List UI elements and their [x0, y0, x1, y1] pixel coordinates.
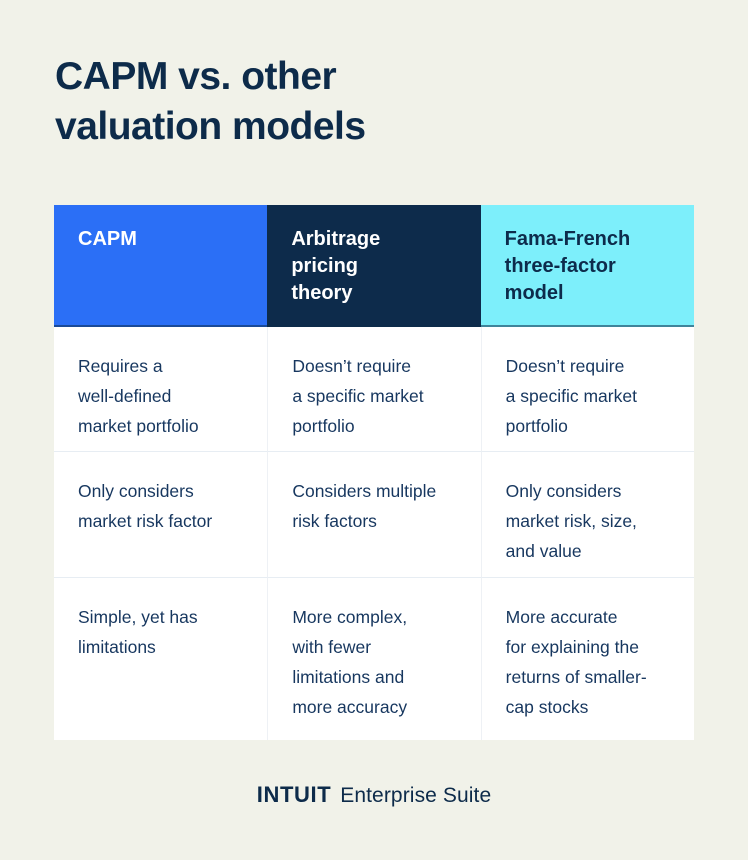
column-header-capm: CAPM [54, 205, 268, 327]
column-header-fama-french-model: Fama-French three-factor model [480, 205, 694, 327]
footer-brand-lockup: INTUIT Enterprise Suite [0, 782, 748, 808]
table-cell-capm-market-portfolio: Requires a well-defined market portfolio [54, 327, 268, 451]
table-cell-apt-market-portfolio: Doesn’t require a specific market portfo… [267, 327, 481, 451]
column-header-arbitrage-pricing-theory: Arbitrage pricing theory [267, 205, 481, 327]
table-cell-famafrench-complexity: More accurate for explaining the returns… [480, 577, 694, 740]
comparison-table: CAPM Arbitrage pricing theory Fama-Frenc… [54, 205, 694, 740]
table-cell-famafrench-risk-factors: Only considers market risk, size, and va… [480, 451, 694, 577]
intuit-logo: INTUIT [256, 782, 332, 807]
table-cell-apt-risk-factors: Considers multiple risk factors [267, 451, 481, 577]
table-cell-apt-complexity: More complex, with fewer limitations and… [267, 577, 481, 740]
table-cell-capm-complexity: Simple, yet has limitations [54, 577, 268, 740]
table-cell-capm-risk-factors: Only considers market risk factor [54, 451, 268, 577]
table-cell-famafrench-market-portfolio: Doesn’t require a specific market portfo… [480, 327, 694, 451]
page-title: CAPM vs. other valuation models [55, 55, 366, 148]
enterprise-suite-label: Enterprise Suite [340, 784, 492, 807]
